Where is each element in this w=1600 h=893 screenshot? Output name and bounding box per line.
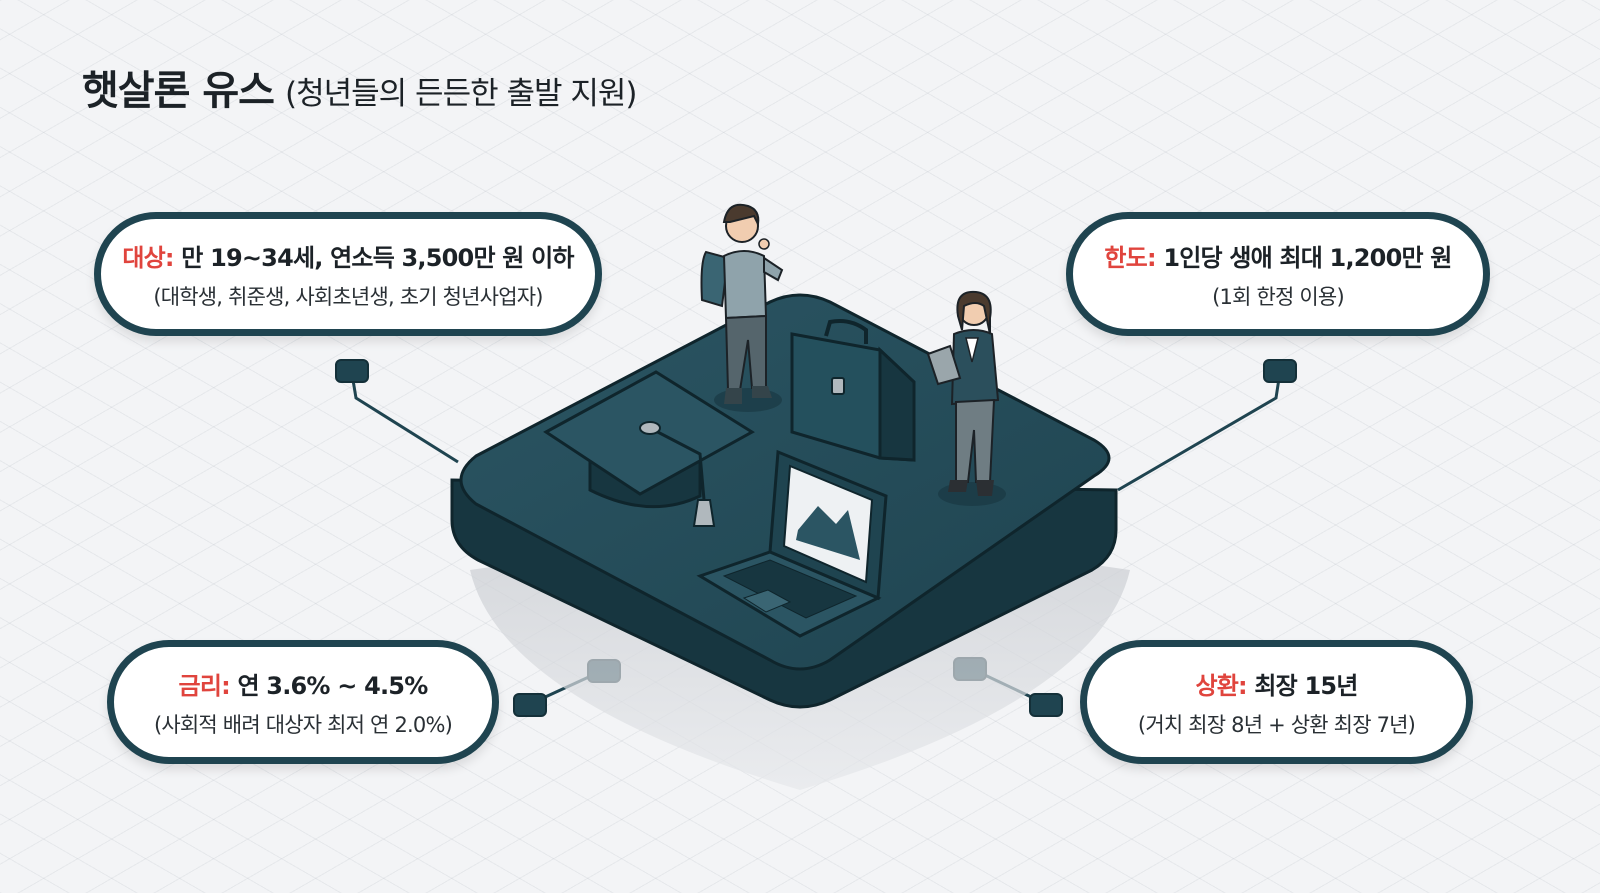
laptop-icon (696, 449, 888, 638)
graduation-cap-icon (543, 370, 755, 527)
callout-target-detail: (대학생, 취준생, 사회초년생, 초기 청년사업자) (153, 284, 543, 309)
callout-repay-detail: (거치 최장 8년 + 상환 최장 7년) (1137, 712, 1416, 737)
callout-target: 대상: 만 19~34세, 연소득 3,500만 원 이하 (대학생, 취준생,… (94, 212, 602, 336)
callout-limit-detail: (1회 한정 이용) (1212, 284, 1345, 309)
callout-target-value: 만 19~34세, 연소득 3,500만 원 이하 (181, 243, 574, 272)
callout-limit-value: 1인당 생애 최대 1,200만 원 (1163, 243, 1452, 272)
callout-repay: 상환: 최장 15년 (거치 최장 8년 + 상환 최장 7년) (1080, 640, 1473, 764)
page-title: 햇살론 유스 (청년들의 든든한 출발 지원) (82, 58, 638, 116)
student-figure (700, 203, 784, 412)
callout-limit-key: 한도: (1104, 243, 1156, 272)
callout-target-headline: 대상: 만 19~34세, 연소득 3,500만 원 이하 (122, 238, 574, 273)
callout-limit-headline: 한도: 1인당 생애 최대 1,200만 원 (1104, 238, 1452, 273)
callout-rate-value: 연 3.6% ~ 4.5% (237, 671, 428, 700)
callout-rate-detail: (사회적 배려 대상자 최저 연 2.0%) (153, 712, 453, 737)
callout-rate: 금리: 연 3.6% ~ 4.5% (사회적 배려 대상자 최저 연 2.0%) (107, 640, 499, 764)
callout-rate-key: 금리: (178, 671, 231, 700)
callout-limit: 한도: 1인당 생애 최대 1,200만 원 (1회 한정 이용) (1066, 212, 1490, 336)
briefcase-icon (790, 319, 916, 462)
professional-figure (926, 290, 1006, 506)
callout-target-key: 대상: (122, 243, 174, 272)
title-subtitle: (청년들의 든든한 출발 지원) (285, 76, 637, 112)
callout-repay-headline: 상환: 최장 15년 (1195, 666, 1358, 701)
title-main: 햇살론 유스 (82, 68, 275, 114)
callout-repay-key: 상환: (1195, 671, 1247, 700)
callout-rate-headline: 금리: 연 3.6% ~ 4.5% (178, 666, 429, 701)
callout-repay-value: 최장 15년 (1254, 671, 1358, 700)
